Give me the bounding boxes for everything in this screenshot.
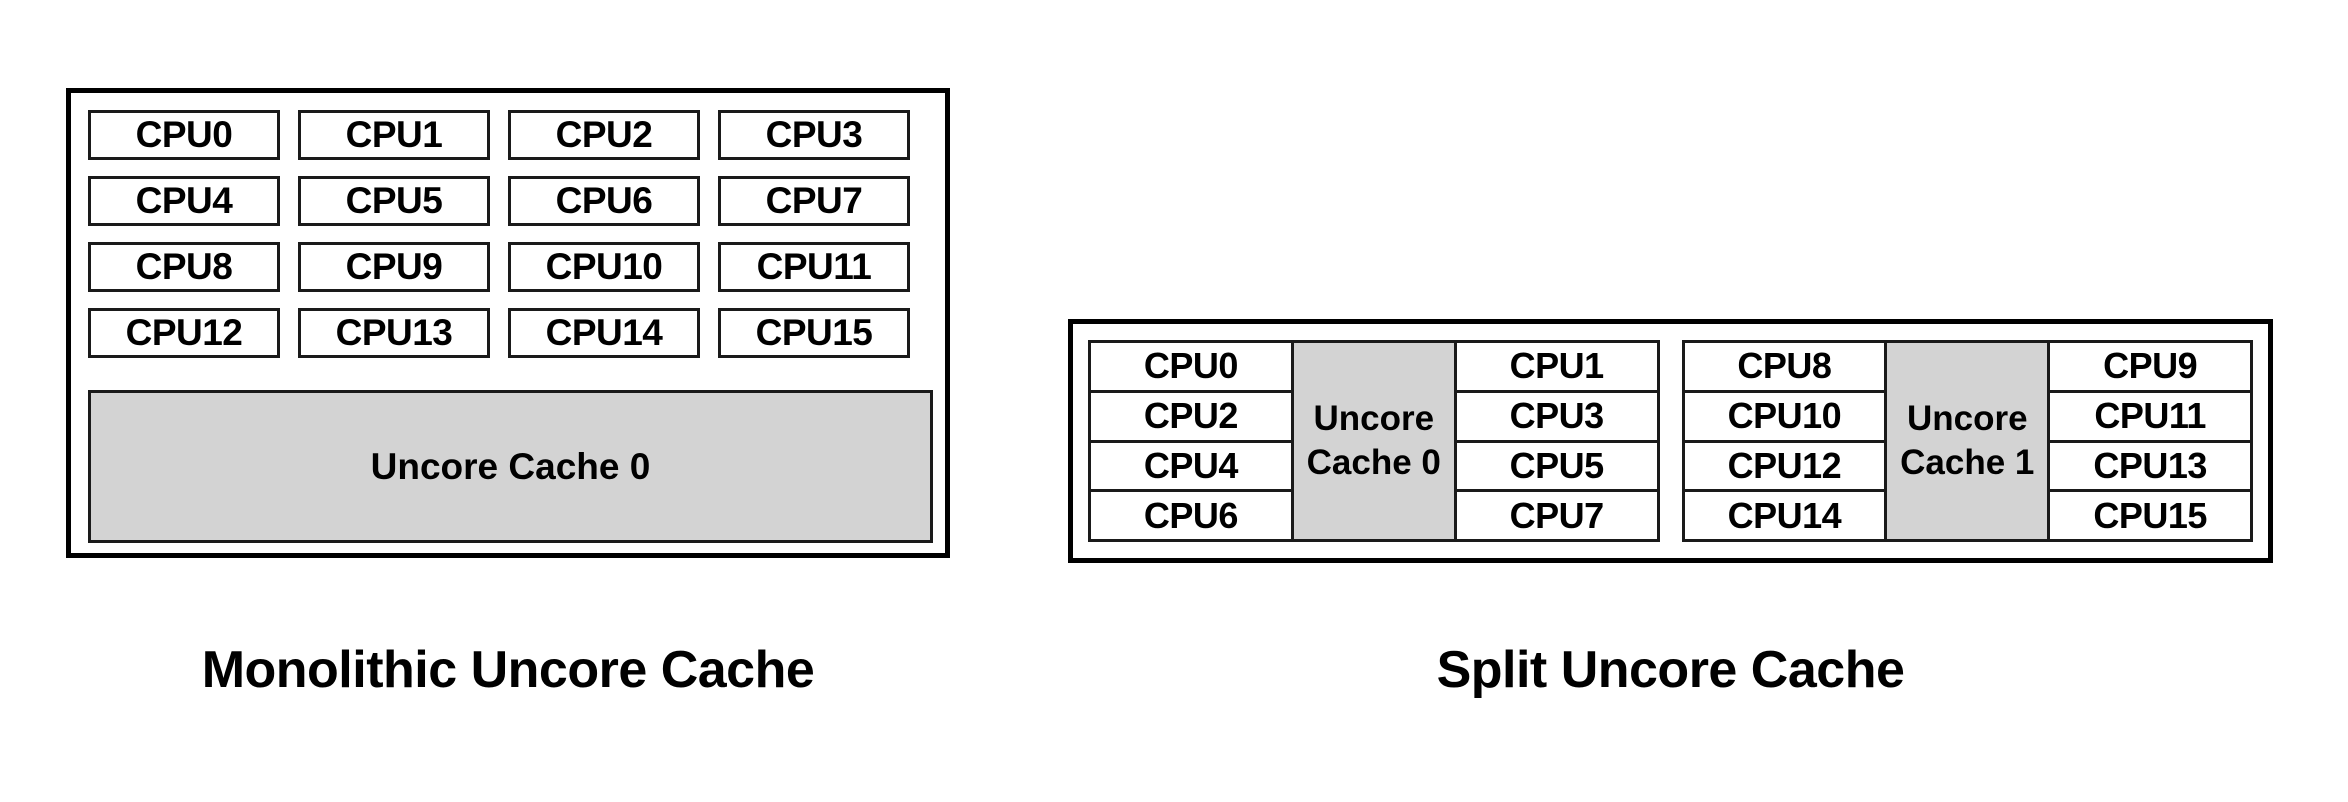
- split-groups-container: CPU0 CPU2 CPU4 CPU6 Uncore Cache 0 CPU1 …: [1088, 340, 2253, 542]
- cpu-box: CPU6: [508, 176, 700, 226]
- uncore-cache-box: Uncore Cache 0: [88, 390, 933, 543]
- cpu-box: CPU10: [508, 242, 700, 292]
- monolithic-uncore-cache-diagram: CPU0 CPU1 CPU2 CPU3 CPU4 CPU5 CPU6 CPU7 …: [66, 88, 950, 558]
- cpu-box: CPU8: [88, 242, 280, 292]
- cpu-box: CPU2: [1088, 389, 1294, 443]
- uncore-cache-box: Uncore Cache 1: [1884, 340, 2051, 542]
- cpu-box: CPU3: [1453, 389, 1660, 443]
- cpu-box: CPU10: [1681, 389, 1888, 443]
- cpu-box: CPU6: [1088, 489, 1294, 542]
- cpu-box: CPU0: [1088, 340, 1294, 393]
- cpu-box: CPU15: [2047, 489, 2253, 542]
- cache-column: Uncore Cache 0: [1290, 340, 1457, 542]
- cpu-box: CPU4: [88, 176, 280, 226]
- split-group: CPU8 CPU10 CPU12 CPU14 Uncore Cache 1 CP…: [1681, 340, 2253, 542]
- uncore-cache-box: Uncore Cache 0: [1290, 340, 1457, 542]
- cpu-box: CPU5: [1453, 439, 1660, 493]
- cpu-column-right: CPU1 CPU3 CPU5 CPU7: [1453, 340, 1660, 542]
- cpu-box: CPU9: [2047, 340, 2253, 393]
- cpu-box: CPU1: [298, 110, 490, 160]
- cpu-column-left: CPU8 CPU10 CPU12 CPU14: [1681, 340, 1888, 542]
- cpu-box: CPU15: [718, 308, 910, 358]
- split-uncore-cache-diagram: CPU0 CPU2 CPU4 CPU6 Uncore Cache 0 CPU1 …: [1068, 319, 2273, 563]
- cpu-box: CPU1: [1453, 340, 1660, 393]
- cpu-box: CPU14: [508, 308, 700, 358]
- cpu-box: CPU11: [718, 242, 910, 292]
- split-diagram-caption: Split Uncore Cache: [1436, 641, 1905, 699]
- cpu-box: CPU9: [298, 242, 490, 292]
- cpu-box: CPU8: [1681, 340, 1888, 393]
- cpu-box: CPU14: [1681, 489, 1888, 542]
- monolithic-cpu-grid: CPU0 CPU1 CPU2 CPU3 CPU4 CPU5 CPU6 CPU7 …: [88, 110, 933, 358]
- cache-column: Uncore Cache 1: [1884, 340, 2051, 542]
- cpu-box: CPU2: [508, 110, 700, 160]
- cpu-box: CPU12: [88, 308, 280, 358]
- cpu-column-right: CPU9 CPU11 CPU13 CPU15: [2047, 340, 2253, 542]
- cpu-box: CPU11: [2047, 389, 2253, 443]
- cpu-box: CPU12: [1681, 439, 1888, 493]
- monolithic-diagram-caption: Monolithic Uncore Cache: [201, 641, 815, 699]
- cpu-box: CPU7: [1453, 489, 1660, 542]
- split-group: CPU0 CPU2 CPU4 CPU6 Uncore Cache 0 CPU1 …: [1088, 340, 1660, 542]
- cpu-column-left: CPU0 CPU2 CPU4 CPU6: [1088, 340, 1294, 542]
- cpu-box: CPU7: [718, 176, 910, 226]
- cpu-box: CPU0: [88, 110, 280, 160]
- cpu-box: CPU4: [1088, 439, 1294, 493]
- cpu-box: CPU13: [2047, 439, 2253, 493]
- cpu-box: CPU5: [298, 176, 490, 226]
- cpu-box: CPU13: [298, 308, 490, 358]
- cpu-box: CPU3: [718, 110, 910, 160]
